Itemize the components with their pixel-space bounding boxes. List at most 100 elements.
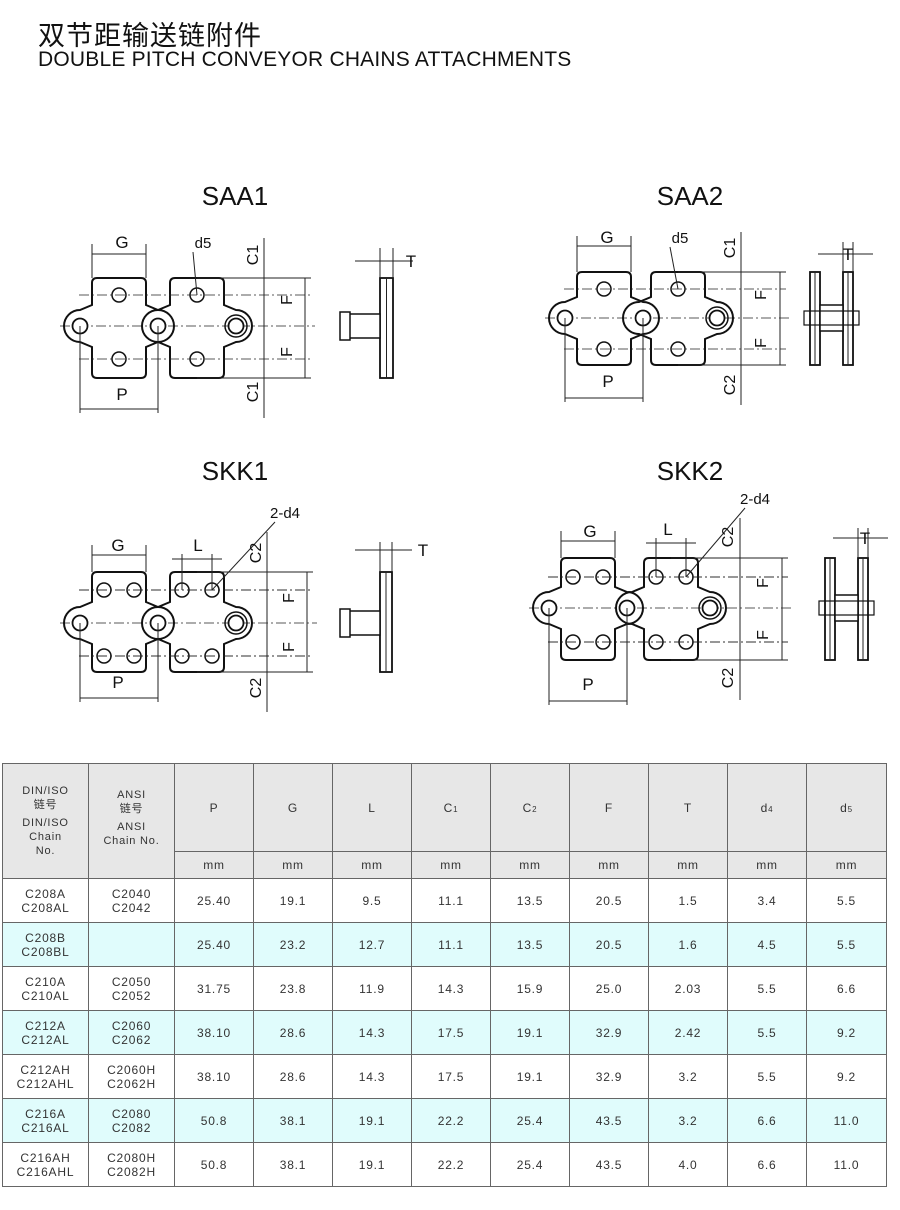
value-cell: 2.42 (648, 1010, 728, 1055)
label-g: G (111, 536, 124, 555)
value-cell: 32.9 (569, 1054, 649, 1099)
value-cell: 20.5 (569, 878, 649, 923)
value-cell: 11.0 (806, 1098, 887, 1143)
side-view-pin (834, 594, 859, 622)
chain-no-text: C212AL (21, 1032, 70, 1047)
header-label: G (287, 800, 299, 815)
chain-no-text: C216AHL (16, 1164, 75, 1179)
chain-no-text: C216AL (21, 1120, 70, 1135)
value-cell: 20.5 (569, 922, 649, 967)
header-din-iso: DIN/ISO 链号 DIN/ISO Chain No. (2, 763, 89, 879)
value-cell: 9.2 (806, 1054, 887, 1099)
value-cell: 50.8 (174, 1098, 254, 1143)
header-subscript: 1 (453, 804, 459, 814)
chain-no-text: C212A (25, 1018, 66, 1033)
value-cell: 31.75 (174, 966, 254, 1011)
label-hole-diameter: 2-d4 (270, 505, 300, 522)
chain-no-text: C208B (25, 930, 66, 945)
header-label: L (368, 800, 376, 815)
label-c-bottom: C2 (720, 668, 737, 689)
value-cell: 38.10 (174, 1010, 254, 1055)
label-l: L (193, 536, 202, 555)
chain-no-text: C2052 (111, 988, 152, 1003)
value-cell: 5.5 (727, 1054, 807, 1099)
header-text: DIN/ISO (22, 817, 69, 829)
value-cell: 22.2 (411, 1142, 491, 1187)
label-f-lower: F (279, 347, 296, 357)
unit-cell: mm (648, 851, 728, 879)
chain-no-text: C2080H (107, 1150, 156, 1165)
value-cell: 1.5 (648, 878, 728, 923)
roller-icon (705, 306, 729, 330)
header-g: G (253, 763, 333, 852)
header-label: T (683, 800, 693, 815)
header-t: T (648, 763, 728, 852)
header-text: 链号 (119, 803, 144, 815)
value-cell: 14.3 (411, 966, 491, 1011)
chain-no-text: C210A (25, 974, 66, 989)
value-cell: 17.5 (411, 1010, 491, 1055)
header-text: ANSI (117, 789, 146, 801)
label-t: T (860, 529, 870, 548)
header-subscript: 2 (532, 804, 538, 814)
value-cell: 5.5 (727, 1010, 807, 1055)
header-d5: d5 (806, 763, 887, 852)
value-cell: 5.5 (727, 966, 807, 1011)
side-view-pin-head (339, 608, 351, 638)
label-t: T (418, 541, 428, 560)
label-c-top: C1 (245, 245, 262, 266)
value-cell: 6.6 (727, 1098, 807, 1143)
value-cell: 3.2 (648, 1098, 728, 1143)
chain-no-text: C208BL (21, 944, 70, 959)
value-cell: 19.1 (490, 1010, 570, 1055)
chain-no-text: C212AHL (16, 1076, 75, 1091)
unit-cell: mm (174, 851, 254, 879)
value-cell: 32.9 (569, 1010, 649, 1055)
value-cell: 2.03 (648, 966, 728, 1011)
value-cell: 28.6 (253, 1054, 333, 1099)
chain-no-text: C2042 (111, 900, 152, 915)
chain-no-text: C2080 (111, 1106, 152, 1121)
value-cell: 9.2 (806, 1010, 887, 1055)
label-c-top: C2 (248, 543, 265, 564)
unit-cell: mm (490, 851, 570, 879)
label-f-lower: F (281, 642, 298, 652)
value-cell: 19.1 (253, 878, 333, 923)
chain-no-text: C216AH (20, 1150, 71, 1165)
attachment-plate (63, 277, 175, 379)
header-label: C (443, 800, 454, 815)
value-cell: 4.0 (648, 1142, 728, 1187)
header-ansi: ANSI 链号 ANSI Chain No. (88, 763, 175, 879)
value-cell: 19.1 (332, 1098, 412, 1143)
value-cell: 11.9 (332, 966, 412, 1011)
chain-no-text: C2082H (107, 1164, 156, 1179)
value-cell: 5.5 (806, 878, 887, 923)
header-label: C (522, 800, 533, 815)
value-cell: 25.40 (174, 922, 254, 967)
side-view-pin-ends (803, 310, 860, 326)
spec-table: DIN/ISO 链号 DIN/ISO Chain No. ANSI 链号 ANS… (2, 763, 887, 1187)
value-cell: 50.8 (174, 1142, 254, 1187)
label-f-lower: F (753, 338, 770, 348)
header-c2: C2 (490, 763, 570, 852)
header-text: ANSI (117, 821, 146, 833)
value-cell: 11.0 (806, 1142, 887, 1187)
label-p: P (112, 673, 123, 692)
value-cell: 6.6 (806, 966, 887, 1011)
value-cell: 4.5 (727, 922, 807, 967)
unit-cell: mm (569, 851, 649, 879)
value-cell: 38.1 (253, 1098, 333, 1143)
roller-icon (224, 314, 248, 338)
chain-no-text: C2060 (111, 1018, 152, 1033)
diagram-title: SAA1 (202, 181, 269, 211)
